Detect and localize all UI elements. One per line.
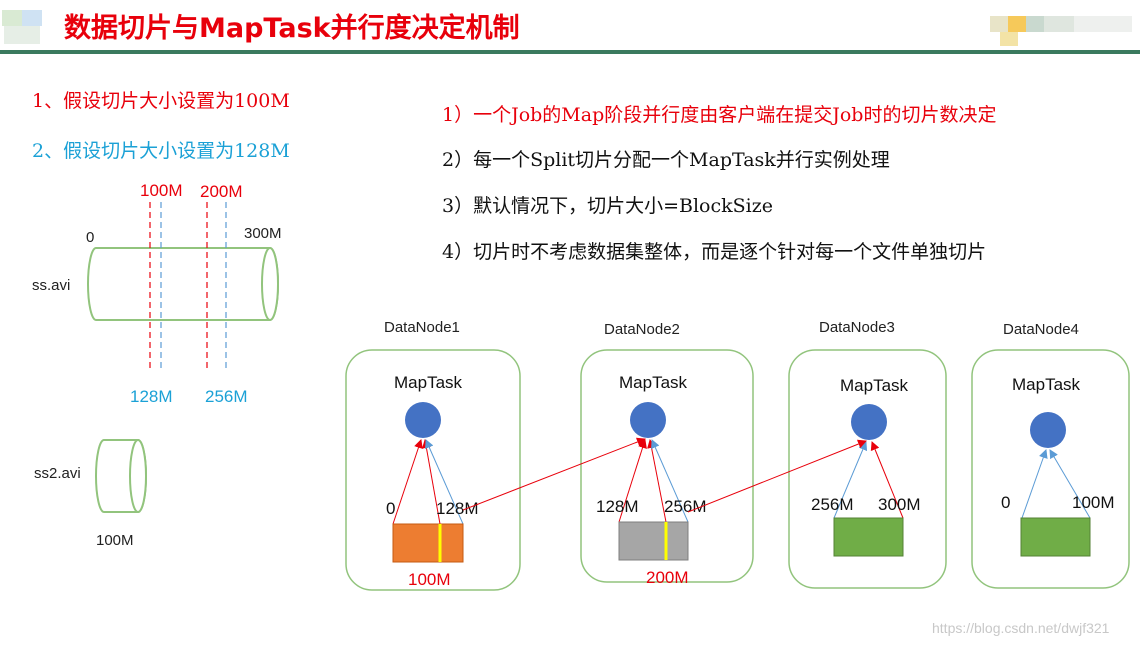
rule-1: 1）一个Job的Map阶段并行度由客户端在提交Job时的切片数决定 [442, 104, 997, 126]
datanode1-box [345, 349, 521, 591]
datanode2-split-arrow-mid [647, 439, 667, 523]
datanode4-right-label: 100M [1072, 493, 1115, 512]
datanode4-split-arrow-left [1021, 449, 1048, 519]
file-ss2-avi-label: ss2.avi [34, 465, 81, 482]
file-ss-avi-label: ss.avi [32, 277, 70, 294]
datanode3-box [788, 349, 947, 589]
datanode1-right-label: 128M [436, 499, 479, 518]
file-start-label: 0 [86, 229, 94, 246]
rule-4: 4）切片时不考虑数据集整体，而是逐个针对每一个文件单独切片 [442, 241, 987, 263]
logo-icon [0, 6, 54, 46]
cross-arrow-node2-to-node3 [687, 439, 867, 513]
datanode2-split-arrow-right [651, 439, 689, 523]
datanode1-left-label: 0 [386, 499, 395, 518]
datanode2-block-label: 200M [646, 568, 689, 587]
cut-label-100m: 100M [140, 181, 183, 200]
datanode2-block [618, 521, 689, 561]
datanode2-right-label: 256M [664, 497, 707, 516]
cut-label-256m: 256M [205, 387, 248, 406]
datanode1-label: DataNode1 [384, 319, 460, 336]
datanode2-maptask-circle [630, 402, 666, 438]
datanode3-block [833, 517, 904, 557]
file-ss2-size-label: 100M [96, 532, 134, 549]
datanode4-maptask-label: MapTask [1012, 375, 1081, 394]
datanode2-maptask-label: MapTask [619, 373, 688, 392]
slice-size-setting-128m: 2、假设切片大小设置为128M [32, 140, 290, 162]
file-end-label: 300M [244, 225, 282, 242]
slice-size-setting-100m: 1、假设切片大小设置为100M [32, 90, 290, 112]
rule-3: 3）默认情况下，切片大小=BlockSize [442, 195, 773, 217]
datanode3-left-label: 256M [811, 495, 854, 514]
watermark: https://blog.csdn.net/dwjf321 [932, 620, 1110, 636]
datanode1-block [392, 523, 464, 563]
datanode1-split-arrow-left [392, 439, 423, 525]
page-title: 数据切片与MapTask并行度决定机制 [64, 13, 520, 44]
title-underline [0, 50, 1140, 54]
datanode4-block [1020, 517, 1091, 557]
datanode3-maptask-label: MapTask [840, 376, 909, 395]
file-ss-avi-cylinder [87, 247, 279, 321]
datanode3-right-label: 300M [878, 495, 921, 514]
datanode4-left-label: 0 [1001, 493, 1010, 512]
datanode2-left-label: 128M [596, 497, 639, 516]
datanode1-maptask-label: MapTask [394, 373, 463, 392]
rule-2: 2）每一个Split切片分配一个MapTask并行实例处理 [442, 149, 890, 171]
cross-arrow-node1-to-node2 [462, 437, 646, 511]
datanode4-maptask-circle [1030, 412, 1066, 448]
cut-label-128m: 128M [130, 387, 173, 406]
datanode1-block-label: 100M [408, 570, 451, 589]
datanode3-maptask-circle [851, 404, 887, 440]
file-ss2-avi-cylinder [95, 439, 147, 513]
datanode1-split-arrow-right [425, 439, 464, 525]
datanode1-maptask-circle [405, 402, 441, 438]
datanode3-split-arrow-left [833, 441, 868, 519]
datanode2-label: DataNode2 [604, 321, 680, 338]
datanode4-split-arrow-right [1049, 449, 1091, 519]
datanode3-label: DataNode3 [819, 319, 895, 336]
cut-label-200m: 200M [200, 182, 243, 201]
datanode1-split-arrow-mid [421, 439, 441, 525]
corner-logo-icon [990, 12, 1135, 50]
datanode4-label: DataNode4 [1003, 321, 1079, 338]
datanode2-split-arrow-left [618, 439, 647, 523]
datanode3-split-arrow-right [870, 441, 904, 519]
